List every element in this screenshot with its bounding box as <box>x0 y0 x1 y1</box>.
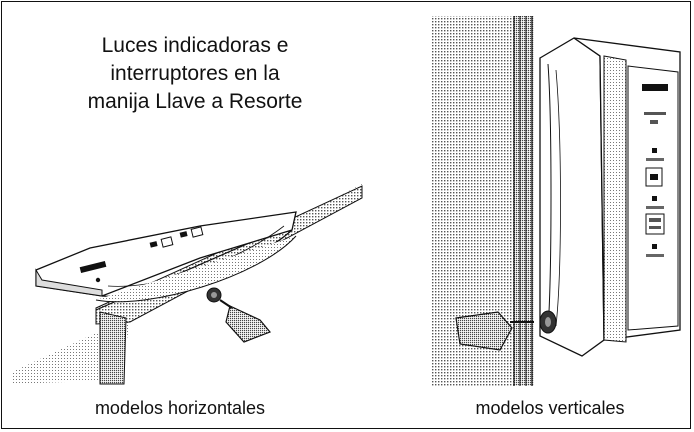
title-line-3: manija Llave a Resorte <box>87 90 303 113</box>
switch-2 <box>160 236 174 248</box>
vertical-freezer-illustration <box>432 16 681 386</box>
model-label <box>644 112 666 115</box>
switch-button-2 <box>645 213 665 235</box>
caption-horizontal: modelos horizontales <box>94 398 266 418</box>
key-icon-vertical <box>455 311 534 351</box>
title-line-1: Luces indicadoras e <box>101 34 289 57</box>
key-icon <box>219 299 271 343</box>
indicator-light-dot <box>95 277 101 283</box>
indicator-1 <box>652 148 657 153</box>
brand-badge <box>642 84 668 91</box>
indicator-3 <box>652 244 657 249</box>
horizontal-freezer-illustration <box>12 184 363 385</box>
switch-4 <box>190 226 204 238</box>
indicator-2 <box>652 196 657 201</box>
indicator-light-strip <box>79 260 107 274</box>
figure-title: Luces indicadoras e interruptores en la … <box>52 32 338 116</box>
vertical-handle-assembly <box>539 37 681 357</box>
handle-assembly <box>35 211 297 303</box>
switch-3 <box>179 231 188 238</box>
caption-vertical: modelos verticales <box>475 398 625 418</box>
title-line-2: interruptores en la <box>110 62 280 85</box>
switch-1 <box>149 241 158 248</box>
freezer-front-face <box>99 311 127 385</box>
